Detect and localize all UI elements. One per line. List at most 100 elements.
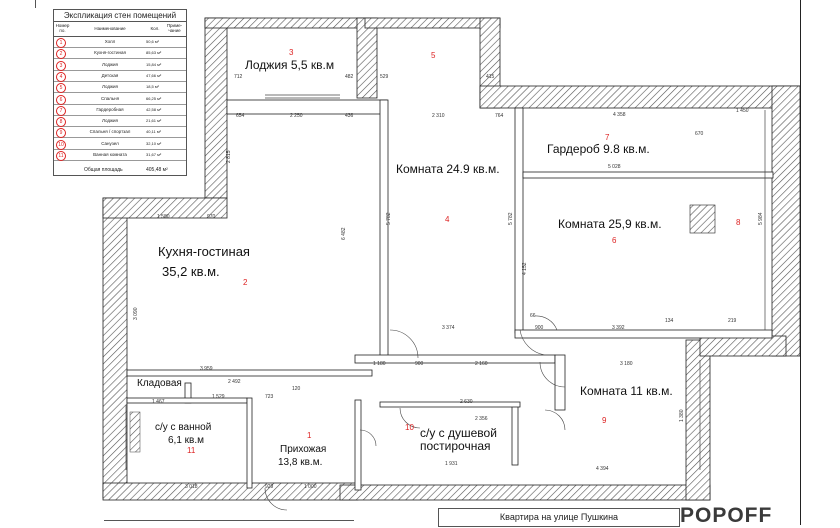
kitchen2-label2: 35,2 кв.м. bbox=[162, 264, 220, 279]
dimension-label: 4 152 bbox=[522, 262, 528, 275]
legend-total-value: 405,48 м² bbox=[146, 167, 168, 173]
dimension-label: 2 630 bbox=[460, 399, 473, 405]
brand-logo: POPOFF bbox=[680, 504, 773, 527]
legend-row-area: 18,5 м² bbox=[146, 84, 159, 90]
shower10-label2: постирочная bbox=[420, 439, 491, 453]
legend-row-name: Спальня bbox=[100, 95, 120, 101]
legend-row-name: Холл bbox=[104, 39, 116, 44]
doors bbox=[264, 315, 566, 511]
dimension-label: 712 bbox=[234, 74, 243, 80]
dimension-label: 723 bbox=[265, 394, 274, 400]
room6-num: 6 bbox=[612, 236, 617, 245]
room6-label: Комната 25,9 кв.м. bbox=[558, 217, 662, 231]
legend-row-num: 5 bbox=[56, 83, 66, 94]
legend-row-area: 15,84 м² bbox=[146, 61, 162, 67]
dimension-label: 1 580 bbox=[157, 214, 170, 220]
dimension-label: 1 467 bbox=[152, 399, 165, 405]
legend-header: Номер по. Наименование Кол. Приме-чание bbox=[54, 22, 186, 37]
hall1-label1: Прихожая bbox=[280, 444, 326, 455]
legend-row-name: Ванная комната bbox=[93, 152, 127, 157]
legend-row: 2 Кухня-гостиная 85,63 м² bbox=[54, 48, 186, 60]
legend-row-name: Санузел bbox=[101, 140, 119, 146]
dimension-label: 3 090 bbox=[133, 307, 139, 320]
legend-total-label: Общая площадь bbox=[84, 167, 123, 173]
dimension-label: 764 bbox=[495, 113, 504, 119]
legend-row-area: 21,61 м² bbox=[146, 118, 162, 124]
legend-total: Общая площадь 405,48 м² bbox=[54, 165, 186, 175]
dimension-label: 929 bbox=[265, 484, 274, 490]
legend-head-note: Приме-чание bbox=[166, 23, 183, 33]
bath11-label1: с/у с ванной bbox=[155, 422, 211, 433]
legend-head-area: Кол. bbox=[150, 26, 160, 31]
dimension-label: 1 380 bbox=[679, 409, 685, 422]
room-labels: Лоджия 5,5 кв.м 3 5 Комната 24.9 кв.м. 4… bbox=[137, 48, 741, 468]
room-loggia3-label: Лоджия 5,5 кв.м bbox=[245, 58, 334, 72]
shower10-num: 10 bbox=[405, 423, 414, 432]
room9-label: Комната 11 кв.м. bbox=[580, 384, 673, 398]
dimension-label: 1 180 bbox=[373, 361, 386, 367]
dimension-label: 4 394 bbox=[596, 466, 609, 472]
interior-walls bbox=[126, 99, 774, 491]
dimension-label: 3 180 bbox=[620, 361, 633, 367]
storage-label: Кладовая bbox=[137, 378, 182, 389]
dimension-label: 670 bbox=[695, 131, 704, 137]
legend-row-name: Спальня / спортзал bbox=[89, 129, 131, 135]
hall1-label2: 13,8 кв.м. bbox=[278, 457, 322, 468]
dimension-label: 436 bbox=[345, 113, 354, 119]
dimensions: 712 482 529 415 654 2 250 436 2 310 764 … bbox=[133, 74, 764, 490]
legend-row-num: 10 bbox=[56, 139, 66, 150]
dimension-label: 415 bbox=[486, 74, 495, 80]
legend-row-area: 50,6 м² bbox=[146, 39, 159, 44]
room-loggia5-num: 5 bbox=[431, 51, 436, 60]
legend-row-num: 9 bbox=[56, 128, 66, 139]
room9-num: 9 bbox=[602, 416, 607, 425]
column-block bbox=[689, 204, 716, 234]
legend-row: 1 Холл 50,6 м² bbox=[54, 37, 186, 48]
hall1-num: 1 bbox=[307, 431, 312, 440]
bath11-label2: 6,1 кв.м bbox=[168, 435, 204, 446]
dimension-label: 3 959 bbox=[200, 366, 213, 372]
legend-row-name: Кухня-гостиная bbox=[94, 50, 126, 56]
legend-title: Экспликация стен помещений bbox=[54, 10, 186, 22]
legend-row-area: 47,66 м² bbox=[146, 72, 162, 78]
dimension-label: 219 bbox=[728, 318, 737, 324]
legend-row-num: 1 bbox=[56, 38, 66, 48]
dimension-label: 2 356 bbox=[475, 416, 488, 422]
dimension-label: 1 450 bbox=[736, 108, 749, 114]
legend-row-name: Лоджия bbox=[102, 84, 118, 90]
legend-row-name: Детская bbox=[101, 72, 119, 78]
corner-mark bbox=[35, 0, 36, 8]
legend-table: Экспликация стен помещений Номер по. Наи… bbox=[53, 9, 187, 176]
dimension-label: 3 018 bbox=[185, 484, 198, 490]
room-loggia3-num: 3 bbox=[289, 48, 294, 57]
legend-row-area: 85,63 м² bbox=[146, 50, 162, 56]
legend-row-num: 7 bbox=[56, 105, 66, 116]
sheet-edge bbox=[800, 0, 801, 525]
dimension-label: 4 358 bbox=[613, 112, 626, 118]
legend-head-name: Наименование bbox=[94, 26, 126, 31]
windows bbox=[125, 94, 766, 470]
legend-row-area: 40,11 м² bbox=[146, 129, 161, 135]
legend-row-num: 11 bbox=[56, 151, 66, 161]
exterior-walls bbox=[102, 17, 801, 501]
room4-num: 4 bbox=[445, 215, 450, 224]
dimension-label: 5 782 bbox=[508, 212, 514, 225]
dimension-label: 6 482 bbox=[341, 227, 347, 240]
legend-row-area: 42,58 м² bbox=[146, 106, 162, 112]
dimension-label: 2 492 bbox=[228, 379, 241, 385]
dimension-label: 654 bbox=[236, 113, 245, 119]
dimension-label: 1 931 bbox=[445, 461, 458, 467]
legend-row-num: 2 bbox=[56, 49, 66, 60]
dimension-label: 482 bbox=[345, 74, 354, 80]
loggia8-num: 8 bbox=[736, 218, 741, 227]
room4-label: Комната 24.9 кв.м. bbox=[396, 162, 500, 176]
title-block: Квартира на улице Пушкина bbox=[438, 508, 680, 527]
dimension-label: 134 bbox=[665, 318, 674, 324]
legend-row-num: 6 bbox=[56, 94, 66, 105]
dimension-label: 2 310 bbox=[432, 113, 445, 119]
dimension-label: 1 000 bbox=[304, 484, 317, 490]
